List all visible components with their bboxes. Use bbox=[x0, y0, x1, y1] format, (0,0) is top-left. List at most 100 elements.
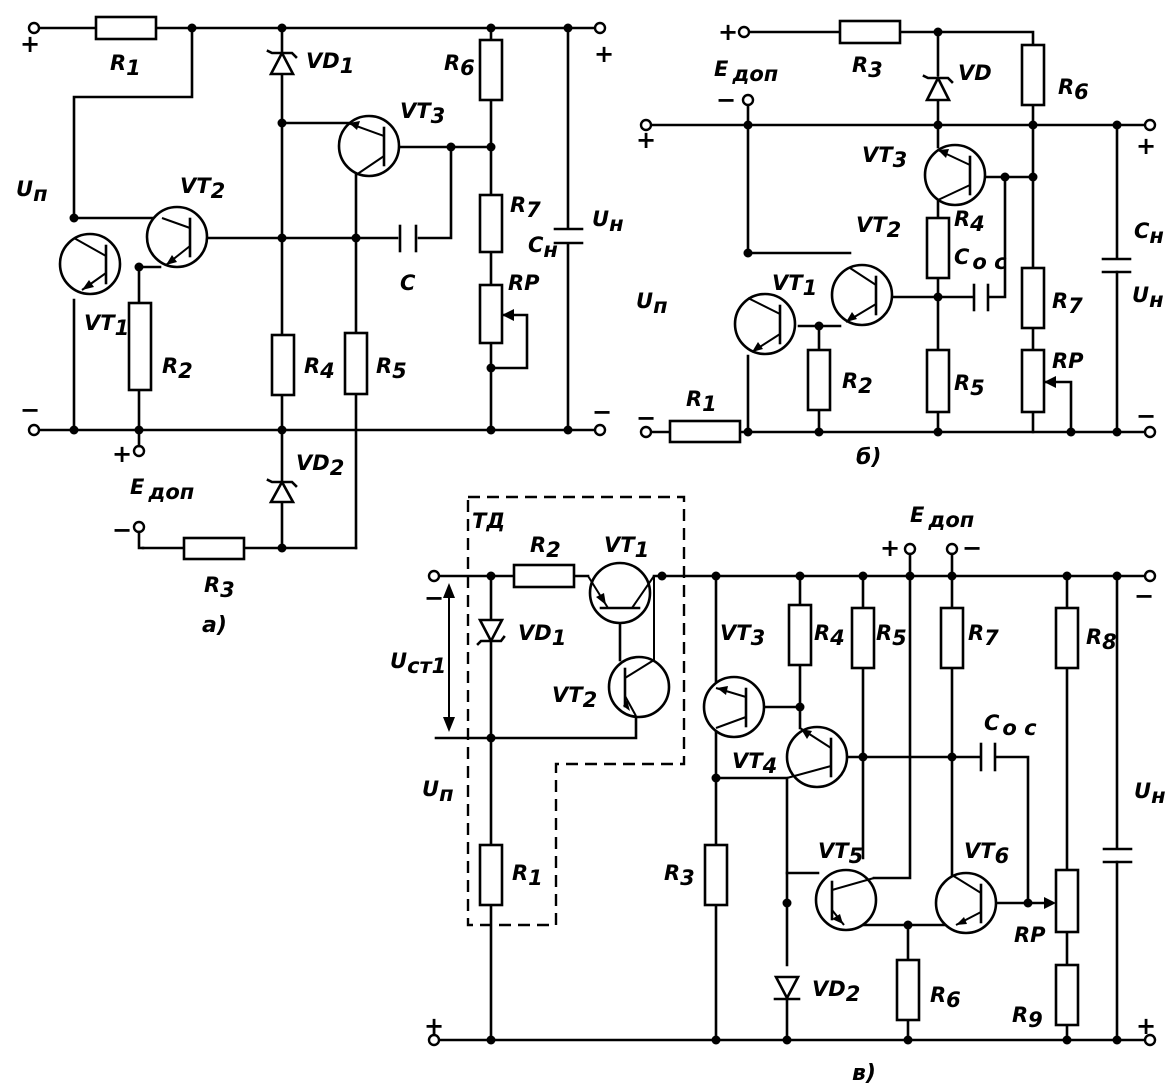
label-vt5: VT5 bbox=[818, 839, 863, 868]
resistor-r2 bbox=[512, 563, 576, 589]
a-minus-out: − bbox=[592, 398, 612, 426]
label-r6: R6 bbox=[930, 983, 961, 1012]
label-vd1: VD1 bbox=[306, 49, 354, 78]
resistor-r3 bbox=[703, 843, 729, 907]
resistor-r3 bbox=[182, 536, 246, 561]
circuit-a-terminals bbox=[27, 21, 607, 534]
label-uload: Uн bbox=[1132, 283, 1164, 312]
b-plus-top: + bbox=[718, 18, 738, 46]
label-vt1: VT1 bbox=[604, 533, 649, 562]
zener-diode-vd1 bbox=[266, 49, 298, 76]
resistor-rp bbox=[1020, 348, 1046, 414]
resistor-r4 bbox=[787, 603, 813, 667]
b-minus-out: − bbox=[1136, 402, 1156, 430]
resistor-r7 bbox=[478, 193, 504, 254]
label-cn: Cн bbox=[528, 233, 558, 262]
capacitor-c bbox=[398, 224, 418, 253]
capacitor-cn bbox=[553, 227, 584, 245]
label-r6: R6 bbox=[1058, 75, 1089, 104]
label-vt6: VT6 bbox=[964, 839, 1009, 868]
label-td: ТД bbox=[472, 509, 505, 533]
v-edop-plus: + bbox=[880, 534, 900, 562]
resistor-r1 bbox=[478, 843, 504, 907]
label-r9: R9 bbox=[1012, 1003, 1043, 1032]
label-c: C bbox=[400, 271, 416, 295]
resistor-rp bbox=[1054, 868, 1080, 934]
circuit-v-terminals bbox=[427, 542, 1157, 1047]
label-r5: R5 bbox=[876, 621, 907, 650]
label-r3: R3 bbox=[664, 861, 695, 890]
resistor-r4 bbox=[925, 216, 951, 280]
zener-diode-vd1 bbox=[476, 618, 506, 646]
label-un: Uп bbox=[16, 177, 48, 206]
resistor-r2 bbox=[806, 348, 832, 412]
label-vt2: VT2 bbox=[180, 174, 225, 203]
circuit-a-junctions bbox=[69, 23, 573, 553]
resistor-r5 bbox=[925, 348, 951, 414]
circuit-b-junctions bbox=[743, 27, 1122, 437]
caption-a: а) bbox=[202, 613, 227, 638]
label-vt3: VT3 bbox=[862, 143, 907, 172]
circuit-a: + + − − R1 VD1 R6 VT3 Uп VT2 R7 Cн Uн C … bbox=[16, 15, 624, 638]
resistor-r1 bbox=[94, 15, 158, 41]
label-r8: R8 bbox=[1086, 625, 1117, 654]
label-vt4: VT4 bbox=[732, 749, 777, 778]
label-r1: R1 bbox=[512, 861, 543, 890]
label-rp: RP bbox=[1014, 923, 1046, 947]
label-r4: R4 bbox=[954, 207, 985, 236]
label-r5: R5 bbox=[954, 371, 985, 400]
label-uload: Uн bbox=[592, 207, 624, 236]
resistor-r3 bbox=[838, 19, 902, 45]
capacitor-cn bbox=[1102, 847, 1133, 864]
resistor-r6 bbox=[478, 38, 504, 102]
label-r2: R2 bbox=[842, 369, 873, 398]
label-r2: R2 bbox=[530, 533, 561, 562]
transistor-vt4 bbox=[785, 725, 849, 789]
label-vt1: VT1 bbox=[772, 271, 817, 300]
label-r2: R2 bbox=[162, 354, 193, 383]
label-vd: VD bbox=[958, 61, 992, 85]
transistor-vt1 bbox=[58, 232, 122, 296]
capacitor-cn bbox=[1101, 257, 1132, 274]
label-rp: RP bbox=[508, 271, 540, 295]
resistor-r6 bbox=[1020, 43, 1046, 107]
caption-v: в) bbox=[852, 1061, 876, 1086]
transistor-vt2 bbox=[145, 205, 209, 269]
circuit-b-terminals bbox=[639, 25, 1157, 439]
label-vd2: VD2 bbox=[812, 977, 860, 1006]
rp-wiper-arrow bbox=[1044, 897, 1056, 909]
resistor-r8 bbox=[1054, 606, 1080, 670]
v-edop-minus: − bbox=[962, 534, 982, 562]
label-vd2: VD2 bbox=[296, 451, 344, 480]
a-plus-out: + bbox=[594, 40, 614, 68]
label-un: Uп bbox=[422, 777, 454, 806]
label-r6: R6 bbox=[444, 51, 475, 80]
label-r4: R4 bbox=[304, 354, 335, 383]
label-r1: R1 bbox=[110, 51, 141, 80]
v-minus-out: − bbox=[1134, 582, 1154, 610]
label-r4: R4 bbox=[814, 621, 845, 650]
a-edop-minus: − bbox=[112, 516, 132, 544]
transistor-vt3 bbox=[702, 675, 766, 739]
td-enclosure bbox=[466, 495, 686, 927]
a-plus-in: + bbox=[20, 30, 40, 58]
label-vt2: VT2 bbox=[856, 213, 901, 242]
resistor-r9 bbox=[1054, 963, 1080, 1027]
capacitor-cos bbox=[979, 742, 997, 772]
caption-b: б) bbox=[856, 445, 881, 470]
circuit-v-wires bbox=[434, 574, 1150, 1042]
rp-wiper-arrow bbox=[1044, 376, 1056, 388]
label-r7: R7 bbox=[510, 193, 541, 222]
label-r5: R5 bbox=[376, 354, 407, 383]
label-vt2: VT2 bbox=[552, 683, 597, 712]
resistor-r5 bbox=[343, 331, 369, 396]
label-vt3: VT3 bbox=[400, 99, 445, 128]
transistor-vt5 bbox=[814, 868, 878, 932]
b-minus-in: − bbox=[636, 404, 656, 432]
circuit-v-junctions bbox=[486, 571, 1122, 1045]
